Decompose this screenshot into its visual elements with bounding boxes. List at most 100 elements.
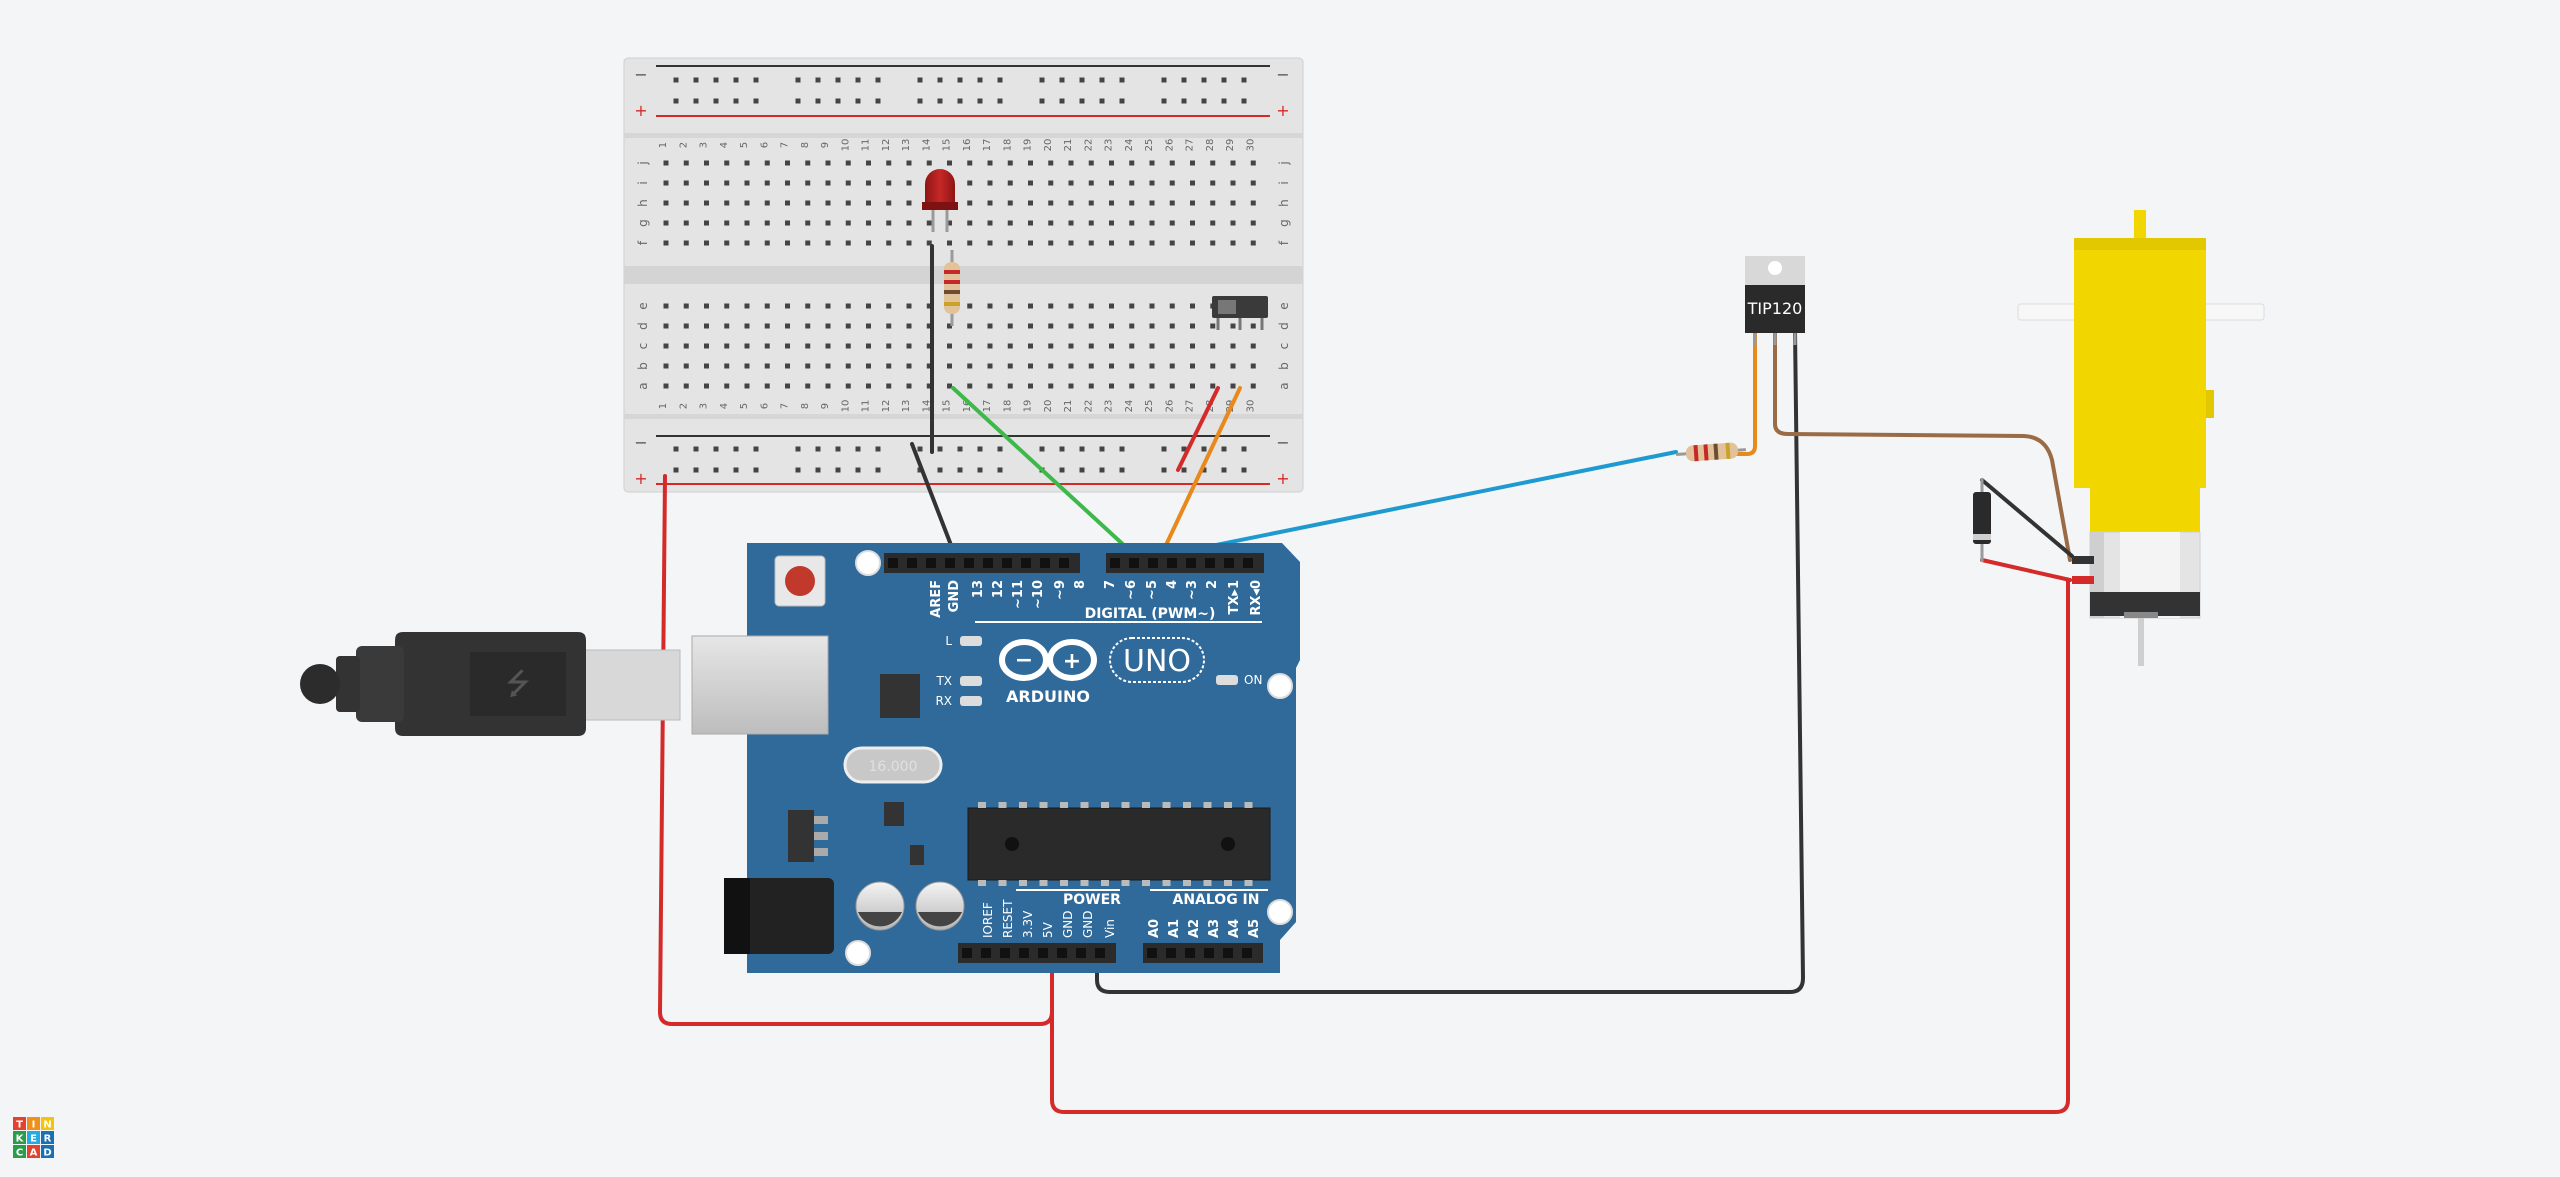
rail-sign: − <box>634 65 647 84</box>
analog-pin[interactable] <box>1185 948 1195 958</box>
usb-icon: ⭍ <box>506 667 531 702</box>
wire-red-switch[interactable] <box>1176 386 1220 472</box>
wire-orange-base[interactable] <box>1728 328 1757 456</box>
power-pin[interactable] <box>1076 948 1086 958</box>
column-label: 23 <box>1104 139 1115 152</box>
digital-pin-header[interactable] <box>884 553 1264 573</box>
smd-transistor <box>910 845 924 865</box>
column-label: 19 <box>1023 139 1034 152</box>
digital-pin[interactable] <box>1129 558 1139 568</box>
usb-cable[interactable]: ⭍ <box>300 632 681 736</box>
column-label: 27 <box>1185 139 1196 152</box>
power-pin-label: IOREF <box>981 902 995 938</box>
column-label: 9 <box>820 403 831 409</box>
digital-pin[interactable] <box>926 558 936 568</box>
digital-pin[interactable] <box>1205 558 1215 568</box>
analog-pin[interactable] <box>1242 948 1252 958</box>
digital-pin[interactable] <box>1148 558 1158 568</box>
wire-green-pin6[interactable] <box>951 386 1142 562</box>
analog-pin-label: A2 <box>1187 919 1202 938</box>
switch-slider[interactable] <box>1218 300 1236 314</box>
digital-pin[interactable] <box>1059 558 1069 568</box>
column-label: 27 <box>1185 400 1196 413</box>
analog-pin[interactable] <box>1166 948 1176 958</box>
led-resistor[interactable] <box>944 250 960 326</box>
digital-pin[interactable] <box>964 558 974 568</box>
analog-pin[interactable] <box>1204 948 1214 958</box>
digital-pin[interactable] <box>1040 558 1050 568</box>
analog-pin-header[interactable] <box>1143 943 1263 963</box>
power-pin[interactable] <box>962 948 972 958</box>
wire-brown-collector-to-motor[interactable] <box>1773 328 2072 562</box>
motor-terminal[interactable] <box>2072 556 2094 564</box>
logo-letter: K <box>16 1134 25 1145</box>
power-pin[interactable] <box>1057 948 1067 958</box>
svg-text:−: − <box>1015 648 1033 673</box>
power-pin[interactable] <box>1019 948 1029 958</box>
row-label: h <box>1277 199 1291 207</box>
flyback-diode[interactable] <box>1973 478 1991 562</box>
column-label: 7 <box>780 403 791 409</box>
power-pin[interactable] <box>1000 948 1010 958</box>
analog-header-label: ANALOG IN <box>1172 892 1259 908</box>
power-pin[interactable] <box>1038 948 1048 958</box>
wire-black-gnd-to-emitter[interactable] <box>1095 328 1805 994</box>
digital-pin[interactable] <box>1002 558 1012 568</box>
wire-black-gnd-to-breadboard[interactable] <box>910 442 958 560</box>
wire-red-5v-to-motor[interactable] <box>1050 578 2070 1114</box>
logo-letter: C <box>16 1148 23 1159</box>
column-label: 2 <box>678 142 689 148</box>
column-label: 10 <box>840 400 851 413</box>
uno-badge <box>1109 637 1205 683</box>
base-resistor[interactable] <box>1675 442 1747 463</box>
digital-pin-label: AREF <box>929 580 944 618</box>
voltage-regulator <box>788 810 814 862</box>
wire-black-diode-to-motor[interactable] <box>1980 478 2074 558</box>
digital-pin[interactable] <box>907 558 917 568</box>
analog-pin[interactable] <box>1223 948 1233 958</box>
digital-pin[interactable] <box>983 558 993 568</box>
analog-pin[interactable] <box>1147 948 1157 958</box>
digital-pin[interactable] <box>1110 558 1120 568</box>
red-led[interactable] <box>922 169 958 232</box>
analog-pin-label: A4 <box>1227 919 1242 938</box>
column-label: 16 <box>962 400 973 413</box>
digital-pin-label: ~11 <box>1011 580 1026 609</box>
column-label: 3 <box>699 142 710 148</box>
wire-red-diode-to-motor[interactable] <box>1980 558 2072 582</box>
digital-pin[interactable] <box>1243 558 1253 568</box>
column-label: 6 <box>759 142 770 148</box>
digital-pin[interactable] <box>888 558 898 568</box>
digital-pin[interactable] <box>945 558 955 568</box>
arduino-uno-board[interactable]: 16.000 L TX RX ON − + ARDUINO <box>691 543 1300 973</box>
wire-orange-pin5[interactable] <box>1156 386 1242 564</box>
column-label: 20 <box>1043 400 1054 413</box>
rail-sign: + <box>1276 469 1289 488</box>
digital-pin[interactable] <box>1021 558 1031 568</box>
column-label: 14 <box>921 139 932 152</box>
dc-gear-motor[interactable] <box>2017 210 2265 666</box>
column-label: 30 <box>1245 400 1256 413</box>
power-pin[interactable] <box>981 948 991 958</box>
reset-button-cap[interactable] <box>785 566 815 596</box>
power-pin-label: GND <box>1081 910 1095 938</box>
column-label: 12 <box>881 400 892 413</box>
column-label: 8 <box>800 142 811 148</box>
digital-pin[interactable] <box>1167 558 1177 568</box>
slide-switch[interactable] <box>1212 296 1268 330</box>
led-on-label: ON <box>1244 673 1262 687</box>
motor-terminal[interactable] <box>2072 576 2094 584</box>
column-label: 26 <box>1164 400 1175 413</box>
digital-pin[interactable] <box>1224 558 1234 568</box>
tip120-transistor[interactable]: TIP120 <box>1745 256 1805 345</box>
led-l-label: L <box>945 634 952 648</box>
usb-plug-face <box>470 652 566 716</box>
led-rx-label: RX <box>935 694 952 708</box>
digital-pin-label: GND <box>947 580 962 613</box>
digital-pin[interactable] <box>1186 558 1196 568</box>
power-header-label: POWER <box>1063 892 1121 908</box>
power-pin-header[interactable] <box>958 943 1116 963</box>
power-pin[interactable] <box>1095 948 1105 958</box>
